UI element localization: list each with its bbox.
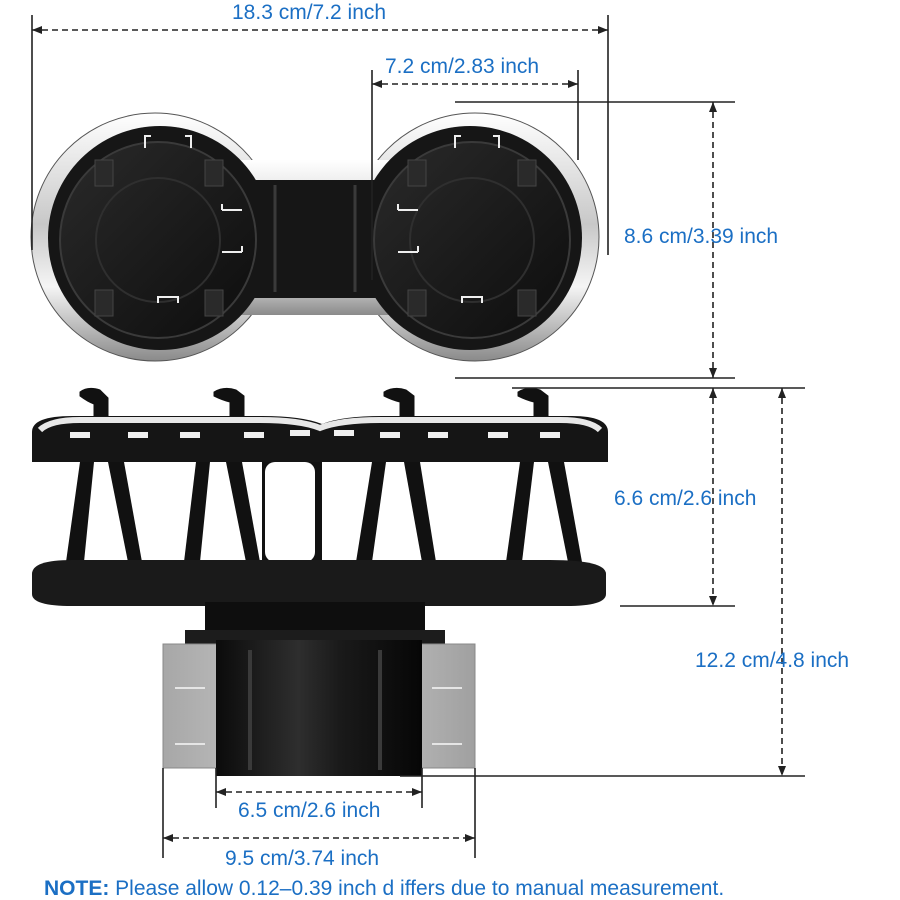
- measurement-note: NOTE: Please allow 0.12–0.39 inch d iffe…: [44, 878, 724, 899]
- side-view: [32, 387, 608, 776]
- note-text: Please allow 0.12–0.39 inch d iffers due…: [115, 877, 725, 900]
- dimension-arrowheads: [32, 26, 786, 842]
- left-cup-well: [59, 141, 257, 339]
- base-width-label: 6.5 cm/2.6 inch: [238, 799, 381, 822]
- base-cylinder: [216, 640, 422, 776]
- dimension-lines: [31, 15, 805, 858]
- holder-height-label: 6.6 cm/2.6 inch: [614, 487, 757, 510]
- right-cup-well: [373, 141, 571, 339]
- overall-depth-label: 8.6 cm/3.39 inch: [624, 225, 779, 248]
- top-view: [30, 112, 600, 362]
- adapter-width-label: 9.5 cm/3.74 inch: [225, 847, 380, 870]
- overall-width-label: 18.3 cm/7.2 inch: [232, 1, 387, 24]
- total-height-label: 12.2 cm/4.8 inch: [695, 649, 850, 672]
- top-rim: [32, 416, 608, 462]
- note-prefix: NOTE:: [44, 877, 110, 900]
- cup-diameter-label: 7.2 cm/2.83 inch: [385, 55, 540, 78]
- bottom-ring: [32, 560, 606, 606]
